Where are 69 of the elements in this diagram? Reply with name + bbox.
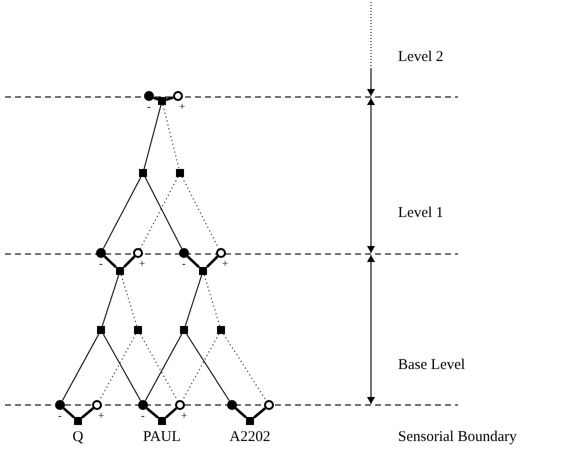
junction-square	[158, 417, 166, 425]
junction-square	[217, 326, 225, 334]
sign-label: +	[222, 258, 228, 270]
connector-line	[102, 176, 142, 250]
junction-square	[116, 267, 124, 275]
hollow-dot	[173, 91, 183, 101]
connector-line	[146, 407, 159, 419]
connector-line	[166, 96, 174, 101]
junction-square	[176, 169, 184, 177]
connector-line	[234, 407, 247, 418]
connector-line	[165, 407, 178, 418]
hollow-dot	[216, 248, 226, 258]
connector-line	[102, 274, 120, 326]
solid-dot	[96, 248, 106, 258]
sign-label: -	[141, 410, 145, 422]
sign-label: -	[99, 258, 103, 270]
solid-dot	[179, 248, 189, 258]
sign-label: +	[139, 258, 146, 270]
junction-square	[134, 326, 142, 334]
junction-square	[246, 417, 254, 425]
sign-label: -	[58, 410, 62, 422]
level-label: Level 2	[398, 50, 444, 64]
connector-line	[104, 256, 117, 268]
input-label: Q	[72, 430, 84, 444]
junction-square	[139, 169, 147, 177]
junction-square	[158, 97, 166, 105]
solid-dot	[227, 400, 237, 410]
connector-line	[62, 334, 100, 402]
hollow-dot	[264, 400, 274, 410]
level-label: Base Level	[398, 358, 466, 372]
solid-dot	[55, 400, 65, 410]
connector-line	[182, 334, 220, 402]
solid-dot	[144, 91, 154, 101]
solid-dot	[138, 400, 148, 410]
sign-label: +	[179, 102, 186, 112]
hollow-dot	[92, 400, 102, 410]
connector-line	[144, 334, 182, 402]
junction-square	[180, 326, 188, 334]
connector-line	[204, 274, 220, 326]
connector-line	[253, 407, 266, 419]
connector-line	[102, 334, 142, 402]
connector-line	[144, 104, 162, 170]
junction-square	[74, 417, 82, 425]
connector-line	[184, 274, 202, 326]
connector-line	[206, 256, 218, 268]
connector-line	[98, 334, 136, 402]
connector-line	[144, 176, 182, 250]
connector-line	[140, 176, 178, 250]
connector-line	[120, 274, 138, 326]
junction-square	[199, 267, 207, 275]
sign-label: +	[181, 410, 188, 422]
connector-line	[81, 407, 94, 419]
connector-line	[186, 256, 200, 268]
connector-line	[123, 256, 136, 268]
input-label: PAUL	[143, 430, 181, 444]
hollow-dot	[133, 248, 143, 258]
connector-line	[223, 334, 267, 402]
hollow-dot	[175, 400, 185, 410]
sign-label: +	[98, 410, 104, 422]
input-label: A2202	[230, 430, 270, 444]
connector-line	[62, 407, 75, 418]
connector-line	[186, 334, 230, 402]
junction-square	[97, 326, 105, 334]
sign-label: -	[182, 258, 186, 270]
level-label: Sensorial Boundary	[398, 430, 517, 444]
level-label: Level 1	[398, 206, 444, 220]
sign-label: -	[147, 102, 151, 112]
connector-line	[162, 104, 180, 170]
connector-line	[153, 96, 158, 101]
